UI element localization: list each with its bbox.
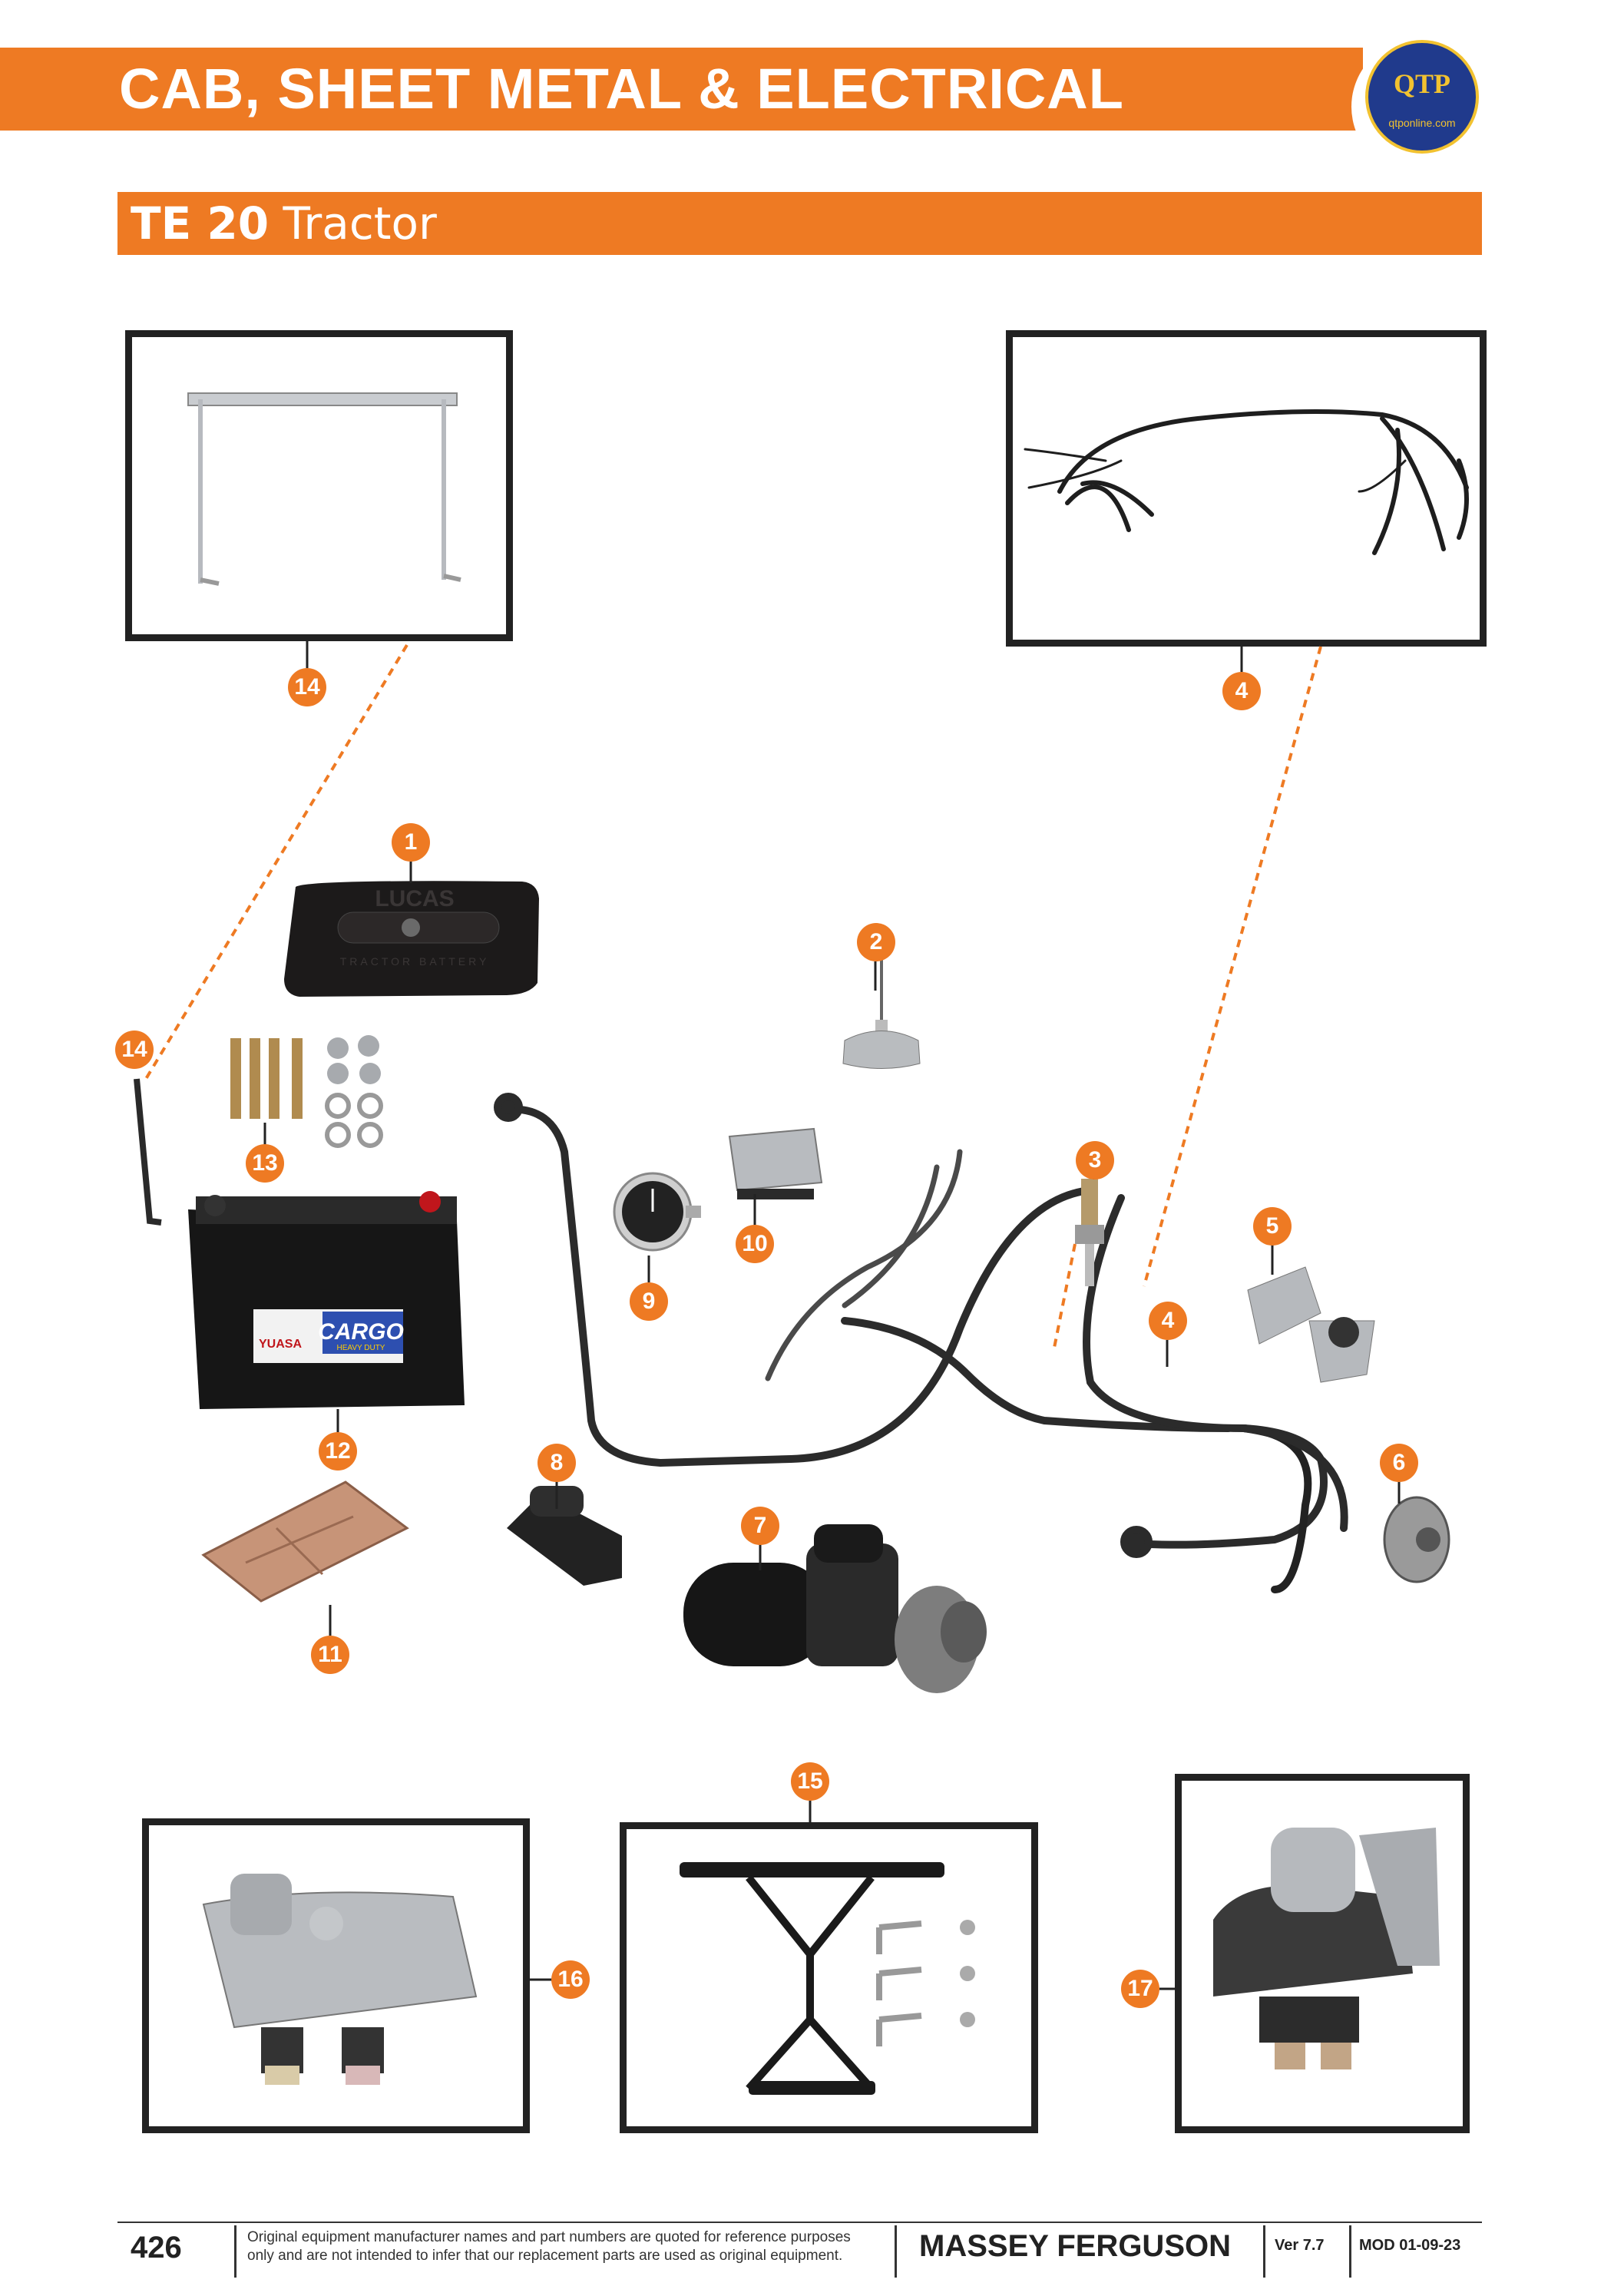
callout-16: 16: [551, 1960, 590, 1999]
footer-version: Ver 7.7: [1275, 2237, 1325, 2254]
heater-plug-image: [1075, 1179, 1104, 1286]
footer-divider: [234, 2225, 236, 2278]
battery-clamp-rod-image: [134, 1078, 162, 1226]
solenoid-image: [1213, 1828, 1440, 2069]
callout-9: 9: [630, 1282, 668, 1321]
battery-clamp-image: [187, 392, 461, 586]
callout-6: 6: [1380, 1444, 1418, 1482]
pulley-image: [1383, 1496, 1450, 1583]
footer-divider: [1263, 2225, 1265, 2278]
disclaimer-line-2: only and are not intended to infer that …: [247, 2248, 843, 2264]
model-bold: TE 20: [131, 197, 270, 250]
starter-motor-image: [683, 1524, 987, 1693]
wiring-harness-image: [1024, 409, 1469, 555]
footer-divider: [895, 2225, 897, 2278]
footer-mod-date: MOD 01-09-23: [1359, 2237, 1461, 2254]
starter-switch-image: [1247, 1266, 1375, 1383]
callout-4-top: 4: [1222, 672, 1261, 710]
qtp-logo: [1365, 40, 1479, 154]
callout-4: 4: [1149, 1302, 1187, 1340]
footer-disclaimer: Original equipment manufacturer names an…: [247, 2228, 885, 2265]
battery-yuasa-label: YUASA: [259, 1338, 302, 1351]
logo-text: QTP: [1393, 68, 1450, 99]
callout-14: 14: [115, 1031, 154, 1069]
studs-and-nuts-image: [230, 1035, 383, 1148]
callout-3: 3: [1076, 1141, 1114, 1179]
ammeter-gauge-image: [613, 1172, 701, 1252]
footer-rule: [117, 2222, 1482, 2223]
battery-cargo-label: CARGO: [318, 1319, 404, 1345]
battery-cover-lucas-text: LUCAS: [375, 886, 454, 911]
battery-cover-sub-text: TRACTOR BATTERY: [340, 955, 490, 968]
callout-12: 12: [319, 1432, 357, 1471]
callout-8: 8: [537, 1444, 576, 1482]
leader-lines: [144, 643, 1322, 1352]
callout-13: 13: [246, 1144, 284, 1183]
logo-url: qtponline.com: [1388, 117, 1456, 129]
callout-2: 2: [857, 923, 895, 961]
callout-10: 10: [736, 1225, 774, 1263]
page-number: 426: [131, 2231, 182, 2265]
battery-cover-image: LUCAS TRACTOR BATTERY: [284, 881, 539, 997]
section-bar: [117, 192, 1482, 255]
voltage-regulator-image: [728, 1127, 823, 1199]
callout-1: 1: [392, 823, 430, 862]
callout-14-top: 14: [288, 668, 326, 706]
header-bar: [0, 48, 1363, 131]
inset-battery-clamp-frame: [125, 330, 513, 641]
callout-15: 15: [791, 1762, 829, 1801]
callout-17: 17: [1121, 1970, 1159, 2008]
footer-divider: [1349, 2225, 1351, 2278]
footer-brand: MASSEY FERGUSON: [919, 2229, 1231, 2263]
model-rest: Tractor: [269, 197, 437, 250]
battery-image: CARGO HEAVY DUTY YUASA: [188, 1191, 465, 1409]
battery-cargo-sub: HEAVY DUTY: [337, 1344, 385, 1352]
oil-pressure-switch-image: [842, 960, 921, 1069]
isolator-switch-image: [202, 1874, 478, 2085]
callout-5: 5: [1253, 1207, 1292, 1246]
callout-11: 11: [311, 1636, 349, 1674]
battery-tray-image: [201, 1480, 409, 1603]
rubber-grommet-image: [507, 1486, 622, 1586]
section-title: TE 20 Tractor: [131, 192, 437, 255]
battery-hold-down-image: [680, 1862, 975, 2095]
main-wiring-loom-image: [494, 1093, 1348, 1593]
callout-7: 7: [741, 1507, 779, 1545]
callout-connectors: [263, 641, 1401, 1990]
page-title: CAB, SHEET METAL & ELECTRICAL: [119, 57, 1124, 121]
disclaimer-line-1: Original equipment manufacturer names an…: [247, 2229, 851, 2245]
